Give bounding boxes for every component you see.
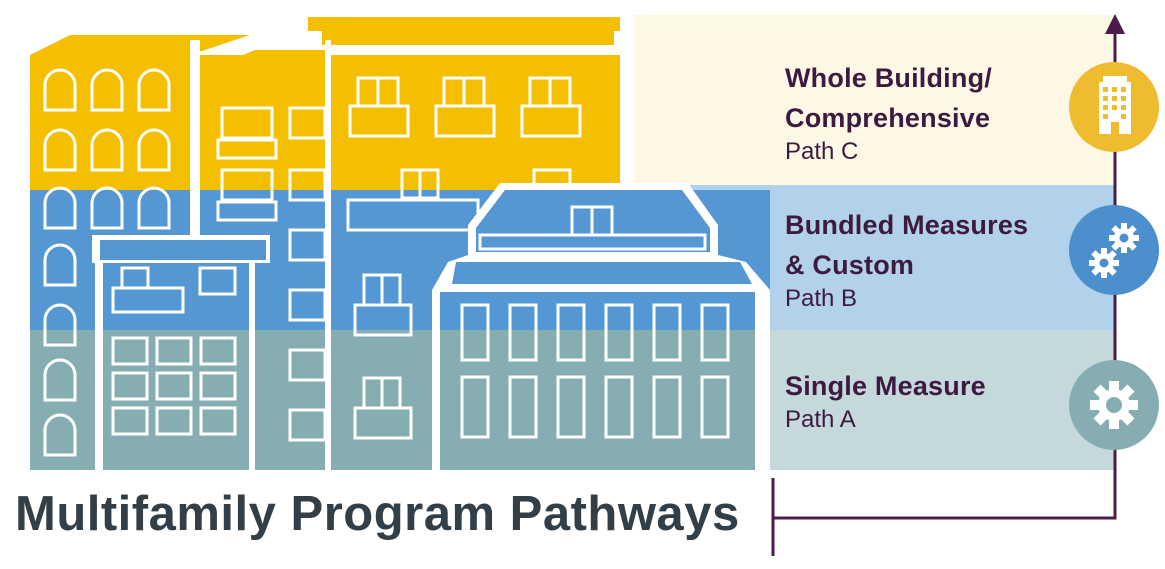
buildings (30, 15, 770, 470)
path-b-name: Path B (785, 285, 858, 312)
progression-arrow (771, 30, 1117, 556)
path-a-label: Single Measure Path A (785, 366, 986, 434)
page-title: Multifamily Program Pathways (15, 487, 740, 541)
gears-icon (1069, 205, 1159, 295)
path-a-heading-line1: Single Measure (785, 371, 986, 401)
gear-icon (1069, 360, 1159, 450)
building-icon (1069, 62, 1159, 152)
path-b-label: Bundled Measures & Custom Path B (785, 205, 1028, 313)
band-path-a (770, 330, 1115, 470)
path-c-heading-line2: Comprehensive (785, 103, 991, 133)
arrow-head (1105, 14, 1125, 34)
path-c-name: Path C (785, 138, 859, 165)
path-a-name: Path A (785, 406, 856, 433)
path-c-heading-line1: Whole Building/ (785, 63, 992, 93)
path-b-heading-line2: & Custom (785, 250, 915, 280)
path-c-label: Whole Building/ Comprehensive Path C (785, 58, 992, 166)
path-b-heading-line1: Bundled Measures (785, 210, 1029, 240)
band-path-c (630, 15, 1115, 185)
